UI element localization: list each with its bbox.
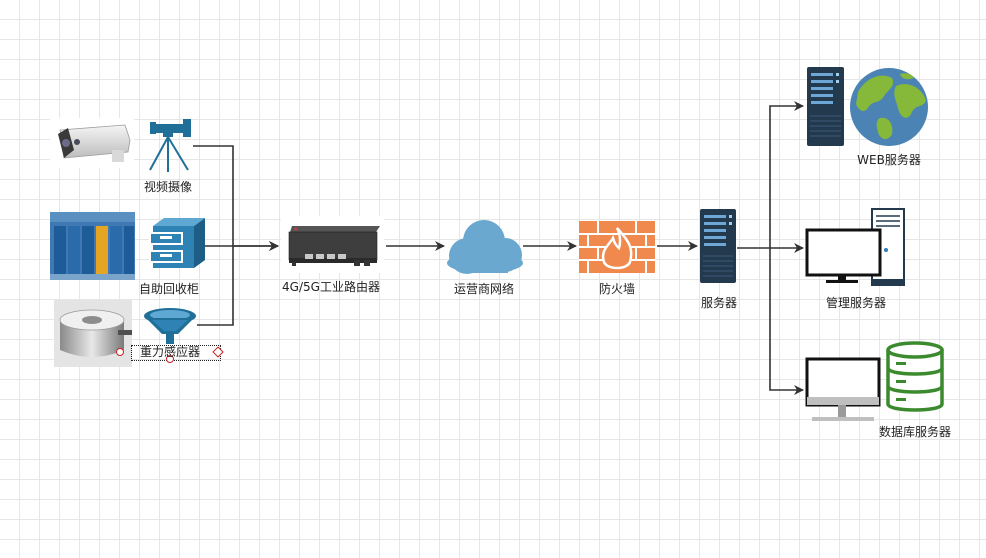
camera-tripod-icon <box>149 119 191 172</box>
web-server-rack-icon <box>807 67 844 146</box>
label-router: 4G/5G工业路由器 <box>282 280 380 294</box>
server-icon <box>700 209 736 283</box>
mgmt-server-icon <box>805 208 905 286</box>
edges <box>193 101 804 395</box>
edge-to-db <box>769 248 804 395</box>
label-server: 服务器 <box>700 296 738 310</box>
globe-icon <box>850 68 928 146</box>
recycle-cabinet-photo <box>50 212 135 280</box>
camera-photo <box>50 118 134 168</box>
edge-to-web <box>769 101 804 248</box>
label-db-server: 数据库服务器 <box>878 425 952 439</box>
selection-handle-left[interactable] <box>116 348 124 356</box>
label-gravity-sensor[interactable]: 重力感应器 <box>139 345 201 359</box>
firewall-icon <box>579 221 655 273</box>
cabinet-icon <box>149 218 205 268</box>
funnel-sensor-icon <box>144 308 196 344</box>
label-web-server: WEB服务器 <box>857 153 921 167</box>
cloud-icon <box>447 220 523 274</box>
label-mgmt-server: 管理服务器 <box>825 296 887 310</box>
selection-handle-bottom[interactable] <box>166 355 174 363</box>
load-cell-photo <box>54 300 132 367</box>
edge-sensor-router <box>197 246 234 326</box>
router-icon <box>281 216 384 273</box>
edge-camera-router <box>193 145 279 251</box>
label-carrier-network: 运营商网络 <box>453 282 515 296</box>
db-server-icon <box>805 341 944 421</box>
label-recycle-cabinet: 自助回收柜 <box>138 282 200 296</box>
label-firewall: 防火墙 <box>598 282 636 296</box>
label-camera: 视频摄像 <box>143 180 193 194</box>
